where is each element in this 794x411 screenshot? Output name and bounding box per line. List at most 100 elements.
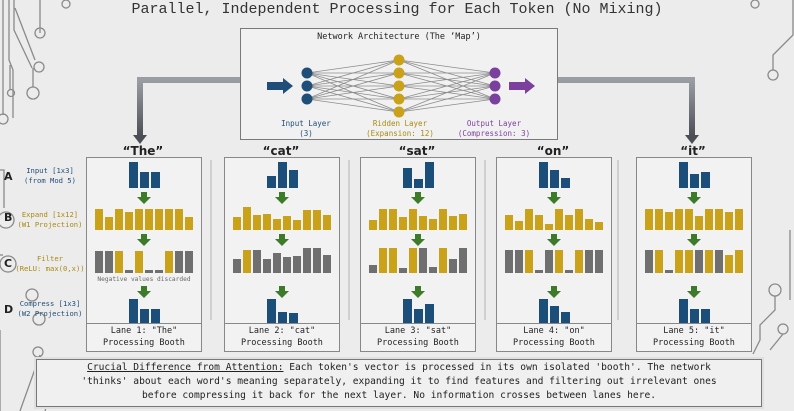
output-bar: [402, 299, 412, 323]
output-bar: [560, 312, 570, 323]
filter-bar: [369, 265, 377, 273]
filter-bar: [645, 250, 653, 273]
expand-bar: [115, 209, 123, 230]
expand-bar: [449, 216, 457, 230]
connection-line: [398, 72, 496, 113]
lane-subtitle: Processing Booth: [103, 338, 185, 348]
output-bar: [128, 299, 138, 323]
expand-bar: [389, 209, 397, 230]
expand-bar: [555, 209, 563, 230]
filter-bar: [555, 250, 563, 273]
connection-line: [306, 98, 400, 113]
down-arrow-icon: [411, 234, 425, 246]
route-arrowhead-right: [685, 135, 699, 144]
expand-bar: [685, 209, 693, 230]
connection-line: [306, 59, 400, 74]
lane-booth-4: Lane 4: "on"Processing Booth: [496, 157, 612, 352]
output-bar: [139, 309, 149, 323]
output-bar: [150, 309, 160, 323]
expand-bar: [185, 217, 193, 230]
filter-bar: [293, 256, 301, 273]
output-bar: [288, 313, 298, 323]
expand-bar: [283, 216, 291, 230]
expand-bar: [145, 209, 153, 230]
input-bar: [139, 172, 149, 188]
lane-separator: [617, 160, 619, 320]
network-diagram: [267, 54, 535, 118]
expand-bar: [505, 215, 513, 230]
filter-bar: [145, 270, 153, 273]
output-bar: [266, 299, 276, 323]
layer-node: [393, 54, 405, 66]
filter-bar: [303, 248, 311, 273]
row-label-input: Input [1x3](from Mod 5): [24, 166, 76, 185]
expand-bar: [575, 209, 583, 230]
connection-line: [306, 72, 400, 100]
connection-line: [306, 85, 400, 100]
lane-footer: Lane 4: "on"Processing Booth: [497, 323, 611, 351]
explanation-note: Crucial Difference from Attention: Each …: [36, 359, 762, 407]
page-title: Parallel, Independent Processing for Eac…: [131, 1, 663, 18]
down-arrow-icon: [275, 286, 289, 298]
input-bar: [700, 172, 710, 188]
down-arrow-icon: [137, 192, 151, 204]
connection-line: [306, 59, 400, 87]
filter-bar: [155, 270, 163, 273]
lane-separator: [348, 160, 350, 320]
connection-line: [306, 59, 400, 100]
filter-bar: [429, 267, 437, 273]
lane-booth-3: Lane 3: "sat"Processing Booth: [360, 157, 476, 352]
filter-bar: [125, 270, 133, 273]
expand-bar: [429, 219, 437, 230]
expand-bar: [735, 209, 743, 230]
output-bar: [678, 299, 688, 323]
filter-note: Negative values discarded: [97, 276, 191, 283]
row-letter-c: C: [4, 257, 13, 270]
filter-bar: [419, 248, 427, 273]
down-arrow-icon: [687, 286, 701, 298]
filter-bar: [449, 259, 457, 273]
token-label: “cat”: [262, 144, 300, 158]
filter-bar: [273, 253, 281, 273]
lane-separator: [210, 160, 212, 320]
expand-bar: [105, 217, 113, 230]
filter-bar: [725, 255, 733, 273]
filter-bar: [263, 259, 271, 273]
filter-bar: [695, 250, 703, 273]
expand-bar: [303, 210, 311, 230]
layer-node: [393, 67, 405, 79]
input-bar: [402, 168, 412, 188]
down-arrow-icon: [411, 192, 425, 204]
expand-bar: [253, 215, 261, 230]
down-arrow-icon: [137, 286, 151, 298]
row-label-filter: Filter(ReLU: max(0,x)): [15, 254, 85, 273]
connection-line: [398, 85, 496, 113]
filter-bar: [525, 250, 533, 273]
connection-line: [398, 72, 496, 100]
input-bar: [560, 178, 570, 188]
input-bar: [538, 162, 548, 188]
filter-bar: [595, 250, 603, 273]
filter-bar: [535, 270, 543, 273]
input-bar: [678, 162, 688, 188]
row-label-compress: Compress [1x3](W2 Projection): [17, 299, 83, 318]
layer-node: [301, 93, 313, 105]
expand-bar: [379, 209, 387, 230]
filter-bar: [115, 251, 123, 273]
input-bar: [424, 162, 434, 188]
lane-subtitle: Processing Booth: [241, 338, 323, 348]
token-label: “on”: [536, 144, 570, 158]
filter-bar: [323, 255, 331, 273]
expand-bar: [695, 216, 703, 230]
note-line-2: 'thinks' about each word's meaning separ…: [81, 376, 717, 387]
token-label: “sat”: [398, 144, 436, 158]
filter-bar: [95, 251, 103, 273]
expand-bar: [263, 214, 271, 230]
lane-title: Lane 5: "it": [663, 326, 725, 336]
filter-bar: [575, 250, 583, 273]
network-architecture-panel: Network Architecture (The ‘Map’) Input L…: [240, 28, 558, 140]
expand-bar: [439, 209, 447, 230]
expand-bar: [313, 210, 321, 230]
token-label: “it”: [680, 144, 706, 158]
layer-node: [393, 106, 405, 118]
